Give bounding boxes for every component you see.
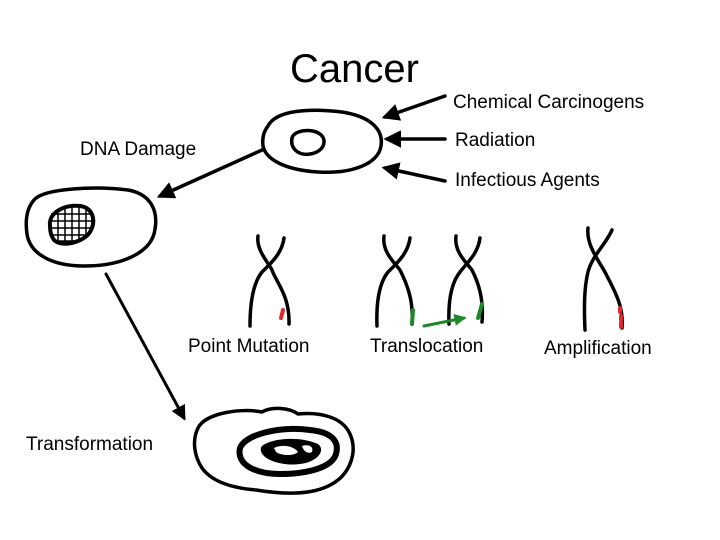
normal-nucleus	[289, 128, 326, 157]
dna-damage-label: DNA Damage	[80, 139, 196, 160]
transformed-cell	[192, 406, 355, 495]
arrow-to-transformation	[104, 272, 186, 421]
arrow-to-damaged-cell	[156, 148, 264, 199]
agent-label-infectious: Infectious Agents	[455, 170, 600, 191]
amplification-chromosome	[582, 226, 624, 332]
translocation-label: Translocation	[370, 336, 483, 357]
arrow-chemical-to-cell	[381, 94, 447, 121]
point-mutation-mark	[279, 308, 285, 320]
transformation-label: Transformation	[26, 434, 153, 455]
point-mutation-chromosome	[248, 234, 291, 328]
amplification-marks	[618, 306, 623, 329]
page-title: Cancer	[290, 47, 419, 91]
translocation-mark-right	[476, 302, 484, 320]
damaged-nucleus	[47, 203, 96, 246]
arrow-infectious-to-cell	[381, 162, 447, 183]
point-mutation-label: Point Mutation	[188, 336, 309, 357]
amplification-label: Amplification	[544, 338, 652, 359]
translocation-chromosome-left	[375, 234, 415, 328]
transformed-nucleus	[236, 426, 340, 477]
damaged-cell	[24, 186, 158, 268]
translocation-chromosome-right	[447, 234, 485, 326]
translocation-arrow	[422, 313, 467, 328]
agent-label-radiation: Radiation	[455, 130, 535, 151]
normal-cell	[261, 108, 384, 174]
agent-label-chemical: Chemical Carcinogens	[453, 92, 644, 113]
translocation-mark-left	[410, 308, 415, 326]
